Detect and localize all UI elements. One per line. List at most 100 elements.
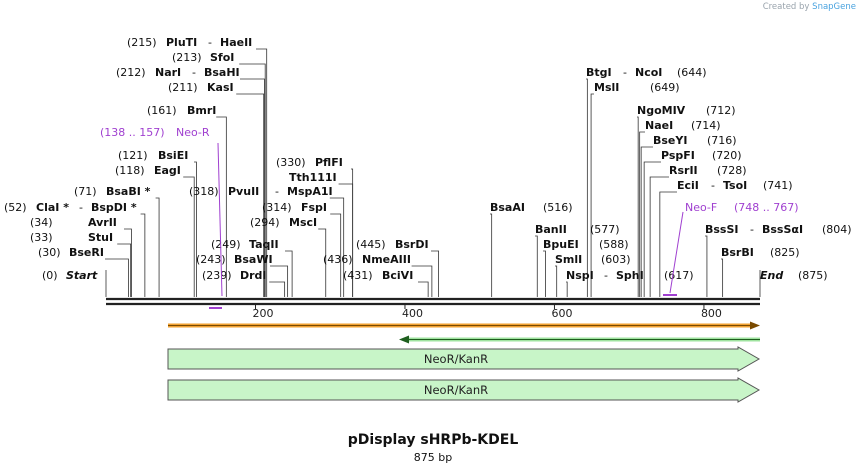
site-name: BanII — [535, 223, 567, 236]
site-leader-line — [418, 281, 429, 297]
site-nmeaiii[interactable]: (436)NmeAIII — [323, 253, 411, 266]
site-stui[interactable]: (33)StuI — [30, 231, 113, 244]
site-name: FspI — [301, 201, 327, 214]
site-smli[interactable]: (603)SmlI — [555, 253, 631, 266]
site-name: PflFI — [315, 156, 343, 169]
site-msli[interactable]: (649)MslI — [594, 81, 680, 94]
site-name: BmrI — [187, 104, 216, 117]
site-drdi[interactable]: (239)DrdI — [202, 269, 267, 282]
site-bmri[interactable]: (161) BmrI — [147, 104, 216, 117]
site-position: (712) — [706, 104, 736, 117]
site-leader-line — [140, 213, 146, 297]
site-name: BsaBI * — [106, 185, 151, 198]
site-name: PvuII — [228, 185, 259, 198]
site-bsrdi[interactable]: (445)BsrDI — [356, 238, 429, 251]
site-separator: - — [79, 201, 83, 214]
site-position: (161) — [147, 104, 177, 117]
site-pspfi[interactable]: (720)PspFI — [661, 149, 742, 162]
site-taqii[interactable]: (249) TaqII — [211, 238, 279, 251]
site-leader-line — [586, 78, 588, 297]
start-label: Start — [66, 269, 98, 282]
primer-neo-f[interactable]: Neo-F (748 .. 767) — [663, 201, 799, 296]
site-avrii[interactable]: (34)AvrII — [30, 216, 117, 229]
site-btgi[interactable]: (644)BtgI-NcoI — [586, 66, 707, 79]
site-msci[interactable]: (294)MscI — [250, 216, 317, 229]
site-leader-line — [649, 176, 669, 297]
site-leader-line — [543, 250, 546, 297]
site-fspi[interactable]: (314)FspI — [262, 201, 327, 214]
site-pluti[interactable]: (215)PluTI-HaeII — [127, 36, 252, 49]
site-clai[interactable]: (52)ClaI *-BspDI * — [4, 201, 137, 214]
site-separator: - — [192, 66, 196, 79]
site-naei[interactable]: (714)NaeI — [645, 119, 721, 132]
site-bseyi[interactable]: (716)BseYI — [653, 134, 737, 147]
site-ecii[interactable]: (741)EciI-TsoI — [677, 179, 793, 192]
site-position: (243) — [196, 253, 226, 266]
site-name: NaeI — [645, 119, 673, 132]
site-leader-line — [256, 48, 268, 297]
site-leader-line — [705, 235, 708, 297]
site-ngomiv[interactable]: (712)NgoMIV — [637, 104, 736, 117]
site-leader-line — [270, 265, 289, 297]
site-name: TaqII — [249, 238, 279, 251]
site-labels: (215)PluTI-HaeII (213)SfoI (212)NarI-BsaHI… — [4, 36, 852, 297]
site-name: StuI — [88, 231, 113, 244]
site-bsiei[interactable]: (121)BsiEI — [118, 149, 188, 162]
site-bseri[interactable]: (30)BseRI — [38, 246, 104, 259]
site-pflfi[interactable]: (330)PflFI — [276, 156, 343, 169]
orf-forward-orange[interactable] — [168, 321, 760, 330]
site-position: (716) — [707, 134, 737, 147]
site-position: (213) — [172, 51, 202, 64]
site-bsrbi[interactable]: (825)BsrBI — [721, 246, 800, 259]
site-rsrii[interactable]: (728)RsrII — [669, 164, 747, 177]
site-bsssi[interactable]: (804)BssSI-BssSαI — [705, 223, 852, 236]
site-pvuii[interactable]: (318)PvuII-MspA1I — [189, 185, 333, 198]
site-position: (249) — [211, 238, 241, 251]
site-eagi[interactable]: (118)EagI — [115, 164, 181, 177]
site-separator: - — [711, 179, 715, 192]
site-kasi[interactable]: (211)KasI — [168, 81, 234, 94]
start-marker: (0)Start — [42, 269, 107, 297]
ruler-tick-label: 200 — [252, 307, 273, 320]
site-leader-line — [183, 176, 195, 297]
site-leader-line — [124, 228, 132, 297]
site-banii[interactable]: (577)BanII — [535, 223, 620, 236]
site-position: (644) — [677, 66, 707, 79]
backbone — [106, 297, 760, 306]
site-pair-name: HaeII — [220, 36, 252, 49]
orf-reverse-green[interactable] — [399, 335, 760, 344]
feature-neor-kanr-2[interactable]: NeoR/KanR — [167, 377, 761, 403]
site-bcivi[interactable]: (431)BciVI — [343, 269, 413, 282]
site-name: ClaI * — [36, 201, 69, 214]
site-name: BsrBI — [721, 246, 754, 259]
site-separator: - — [604, 269, 608, 282]
site-pair-name: BssSαI — [762, 223, 803, 236]
credit-prefix: Created by — [762, 2, 810, 12]
primer-neo-r[interactable]: (138 .. 157) Neo-R — [100, 126, 223, 309]
primer-neo-r-range: (138 .. 157) — [100, 126, 165, 139]
site-name: BsaWI — [234, 253, 273, 266]
site-bpuei[interactable]: (588)BpuEI — [543, 238, 629, 251]
site-sfoi[interactable]: (213)SfoI — [172, 51, 234, 64]
feature-neor-kanr-1[interactable]: NeoR/KanR — [167, 346, 761, 372]
site-name: BciVI — [382, 269, 413, 282]
site-nspi[interactable]: (617)NspI-SphI — [566, 269, 694, 282]
site-bsabi[interactable]: (71)BsaBI * — [74, 185, 151, 198]
site-nari[interactable]: (212)NarI-BsaHI — [116, 66, 240, 79]
site-tth111i[interactable]: Tth111I — [289, 171, 337, 184]
site-name: Tth111I — [289, 171, 337, 184]
site-name: RsrII — [669, 164, 698, 177]
site-bsaai[interactable]: (516)BsaAI — [490, 201, 573, 214]
site-leader-line — [640, 146, 653, 297]
feature-label: NeoR/KanR — [424, 352, 488, 366]
site-bsawi[interactable]: (243) BsaWI — [196, 253, 273, 266]
site-position: (215) — [127, 36, 157, 49]
site-leader-line — [329, 197, 345, 297]
ruler-tick-label: 800 — [701, 307, 722, 320]
site-leader-line — [318, 228, 327, 297]
site-pair-name: NcoI — [635, 66, 662, 79]
site-position: (34) — [30, 216, 53, 229]
site-position: (588) — [599, 238, 629, 251]
